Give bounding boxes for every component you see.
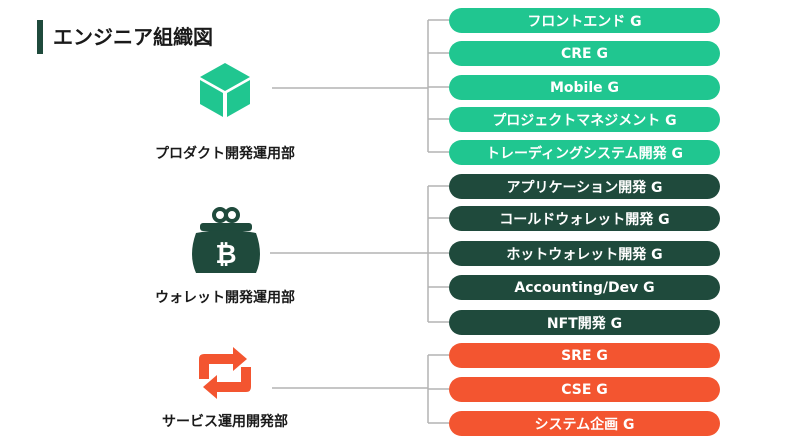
group-pill: ホットウォレット開発 G: [449, 241, 720, 266]
group-pill: SRE G: [449, 343, 720, 368]
group-pill: システム企画 G: [449, 411, 720, 436]
cycle-arrows-icon: [199, 347, 251, 399]
group-pill: CSE G: [449, 377, 720, 402]
svg-text:₿: ₿: [215, 240, 236, 270]
group-pill: フロントエンド G: [449, 8, 720, 33]
cube-icon: [200, 63, 250, 117]
group-pill: Accounting/Dev G: [449, 275, 720, 300]
title-accent-bar: [37, 20, 43, 54]
department-label-product: プロダクト開発運用部: [155, 146, 295, 162]
group-pill: アプリケーション開発 G: [449, 174, 720, 199]
bitcoin-wallet-icon: ₿: [192, 207, 260, 273]
group-pill: CRE G: [449, 41, 720, 66]
page-title: エンジニア組織図: [53, 25, 213, 49]
group-pill: Mobile G: [449, 75, 720, 100]
group-pill: トレーディングシステム開発 G: [449, 140, 720, 165]
group-pill: NFT開発 G: [449, 310, 720, 335]
group-pill: プロジェクトマネジメント G: [449, 107, 720, 132]
group-pill: コールドウォレット開発 G: [449, 206, 720, 231]
department-label-service: サービス運用開発部: [162, 414, 288, 430]
department-label-wallet: ウォレット開発運用部: [155, 290, 295, 306]
